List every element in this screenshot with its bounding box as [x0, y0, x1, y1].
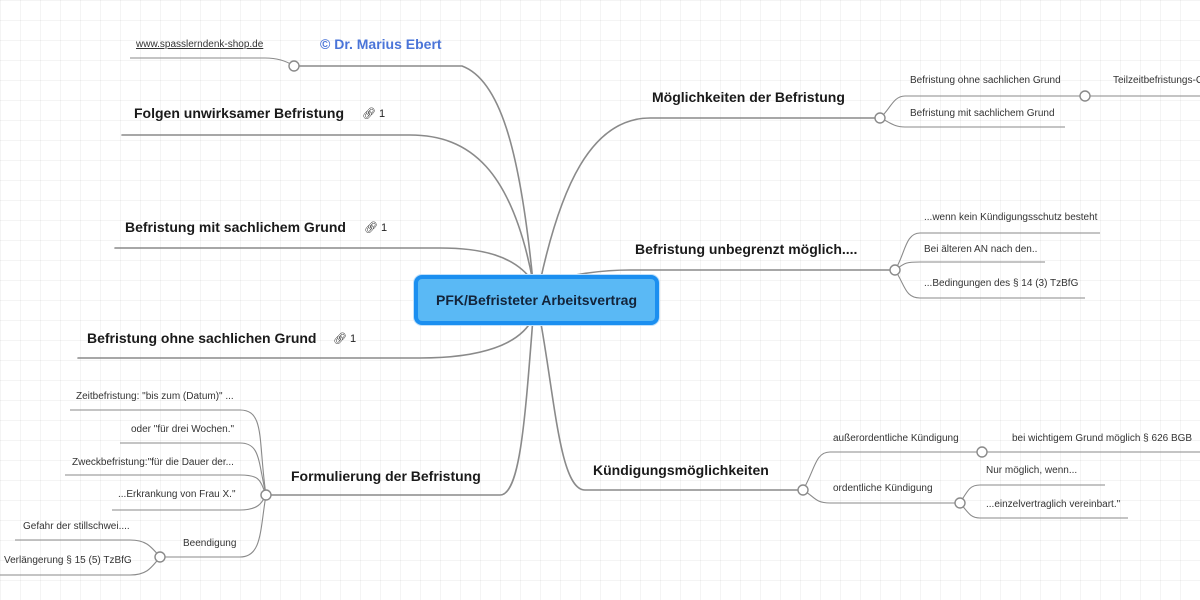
junction-formulierung [260, 489, 272, 501]
formulierung-child-beendigung[interactable]: Beendigung [183, 538, 237, 549]
formulierung-child-zweckbefristung[interactable]: Zweckbefristung:"für die Dauer der... [72, 457, 234, 468]
unbegrenzt-child-bedingungen[interactable]: ...Bedingungen des § 14 (3) TzBfG [924, 278, 1079, 289]
connector-moeglichkeiten [539, 117, 881, 283]
link-count: 1 [349, 333, 357, 345]
link-count: 1 [380, 222, 388, 234]
junction-ausserordentlich [976, 446, 988, 458]
moeglichkeiten-child-ohne-grund[interactable]: Befristung ohne sachlichen Grund [910, 75, 1061, 86]
branch-folgen-unwirksamer-befristung[interactable]: Folgen unwirksamer Befristung [134, 105, 345, 121]
branch-befristung-ohne-sachlichen-grund[interactable]: Befristung ohne sachlichen Grund [87, 330, 317, 346]
chain-link-icon: 🔗︎ [364, 222, 378, 234]
ordentlich-child-nur-moeglich[interactable]: Nur möglich, wenn... [986, 465, 1078, 476]
copyright-label: © Dr. Marius Ebert [320, 36, 442, 52]
branch-formulierung-der-befristung[interactable]: Formulierung der Befristung [291, 468, 481, 484]
junction-unbegrenzt [889, 264, 901, 276]
connector-mit-grund [114, 247, 534, 283]
kuendigung-child-ordentlich[interactable]: ordentliche Kündigung [833, 483, 933, 494]
branch-kuendigungsmoeglichkeiten[interactable]: Kündigungsmöglichkeiten [593, 462, 769, 478]
connector-ohne-grund [77, 317, 534, 359]
branch-moeglichkeiten-der-befristung[interactable]: Möglichkeiten der Befristung [652, 89, 845, 105]
connector-formulierung [265, 317, 534, 496]
ordentlich-child-einzelvertraglich[interactable]: ...einzelvertraglich vereinbart." [986, 499, 1121, 510]
connector-kuendigung [539, 317, 804, 491]
formulierung-child-erkrankung[interactable]: ...Erkrankung von Frau X." [118, 489, 236, 500]
chain-link-icon: 🔗︎ [333, 333, 347, 345]
junction-beendigung [154, 551, 166, 563]
link-badge-ohne-grund[interactable]: 🔗︎1 [333, 332, 356, 345]
central-node[interactable]: PFK/Befristeter Arbeitsvertrag [414, 275, 659, 325]
link-badge-mit-grund[interactable]: 🔗︎1 [364, 221, 387, 234]
junction-web [288, 60, 300, 72]
connector-web-node [293, 65, 534, 283]
branch-befristung-unbegrenzt-moeglich[interactable]: Befristung unbegrenzt möglich.... [635, 241, 858, 257]
beendigung-child-gefahr[interactable]: Gefahr der stillschwei.... [23, 521, 130, 532]
ohne-grund-child-teilzeit[interactable]: Teilzeitbefristungs-G [1113, 75, 1200, 86]
ausserordentlich-child-wichtiger-grund[interactable]: bei wichtigem Grund möglich § 626 BGB [1012, 433, 1193, 444]
moeglichkeiten-child-mit-grund[interactable]: Befristung mit sachlichem Grund [910, 108, 1055, 119]
kuendigung-child-ausserordentlich[interactable]: außerordentliche Kündigung [833, 433, 959, 444]
link-count: 1 [378, 108, 386, 120]
chain-link-icon: 🔗︎ [362, 108, 376, 120]
central-node-label: PFK/Befristeter Arbeitsvertrag [436, 292, 637, 308]
junction-ohne-grund-child [1079, 90, 1091, 102]
unbegrenzt-child-aeltere-an[interactable]: Bei älteren AN nach den.. [924, 244, 1038, 255]
unbegrenzt-child-kuendigungsschutz[interactable]: ...wenn kein Kündigungsschutz besteht [924, 212, 1098, 223]
connector-folgen [121, 134, 534, 283]
website-link[interactable]: www.spasslerndenk-shop.de [136, 39, 264, 50]
junction-moeglichkeiten [874, 112, 886, 124]
formulierung-child-zeitbefristung[interactable]: Zeitbefristung: "bis zum (Datum)" ... [76, 391, 234, 402]
link-badge-folgen[interactable]: 🔗︎1 [362, 107, 385, 120]
branch-befristung-mit-sachlichem-grund[interactable]: Befristung mit sachlichem Grund [125, 219, 346, 235]
formulierung-child-drei-wochen[interactable]: oder "für drei Wochen." [131, 424, 235, 435]
beendigung-child-verlaengerung[interactable]: Verlängerung § 15 (5) TzBfG [4, 555, 132, 566]
junction-ordentlich [954, 497, 966, 509]
junction-kuendigung [797, 484, 809, 496]
